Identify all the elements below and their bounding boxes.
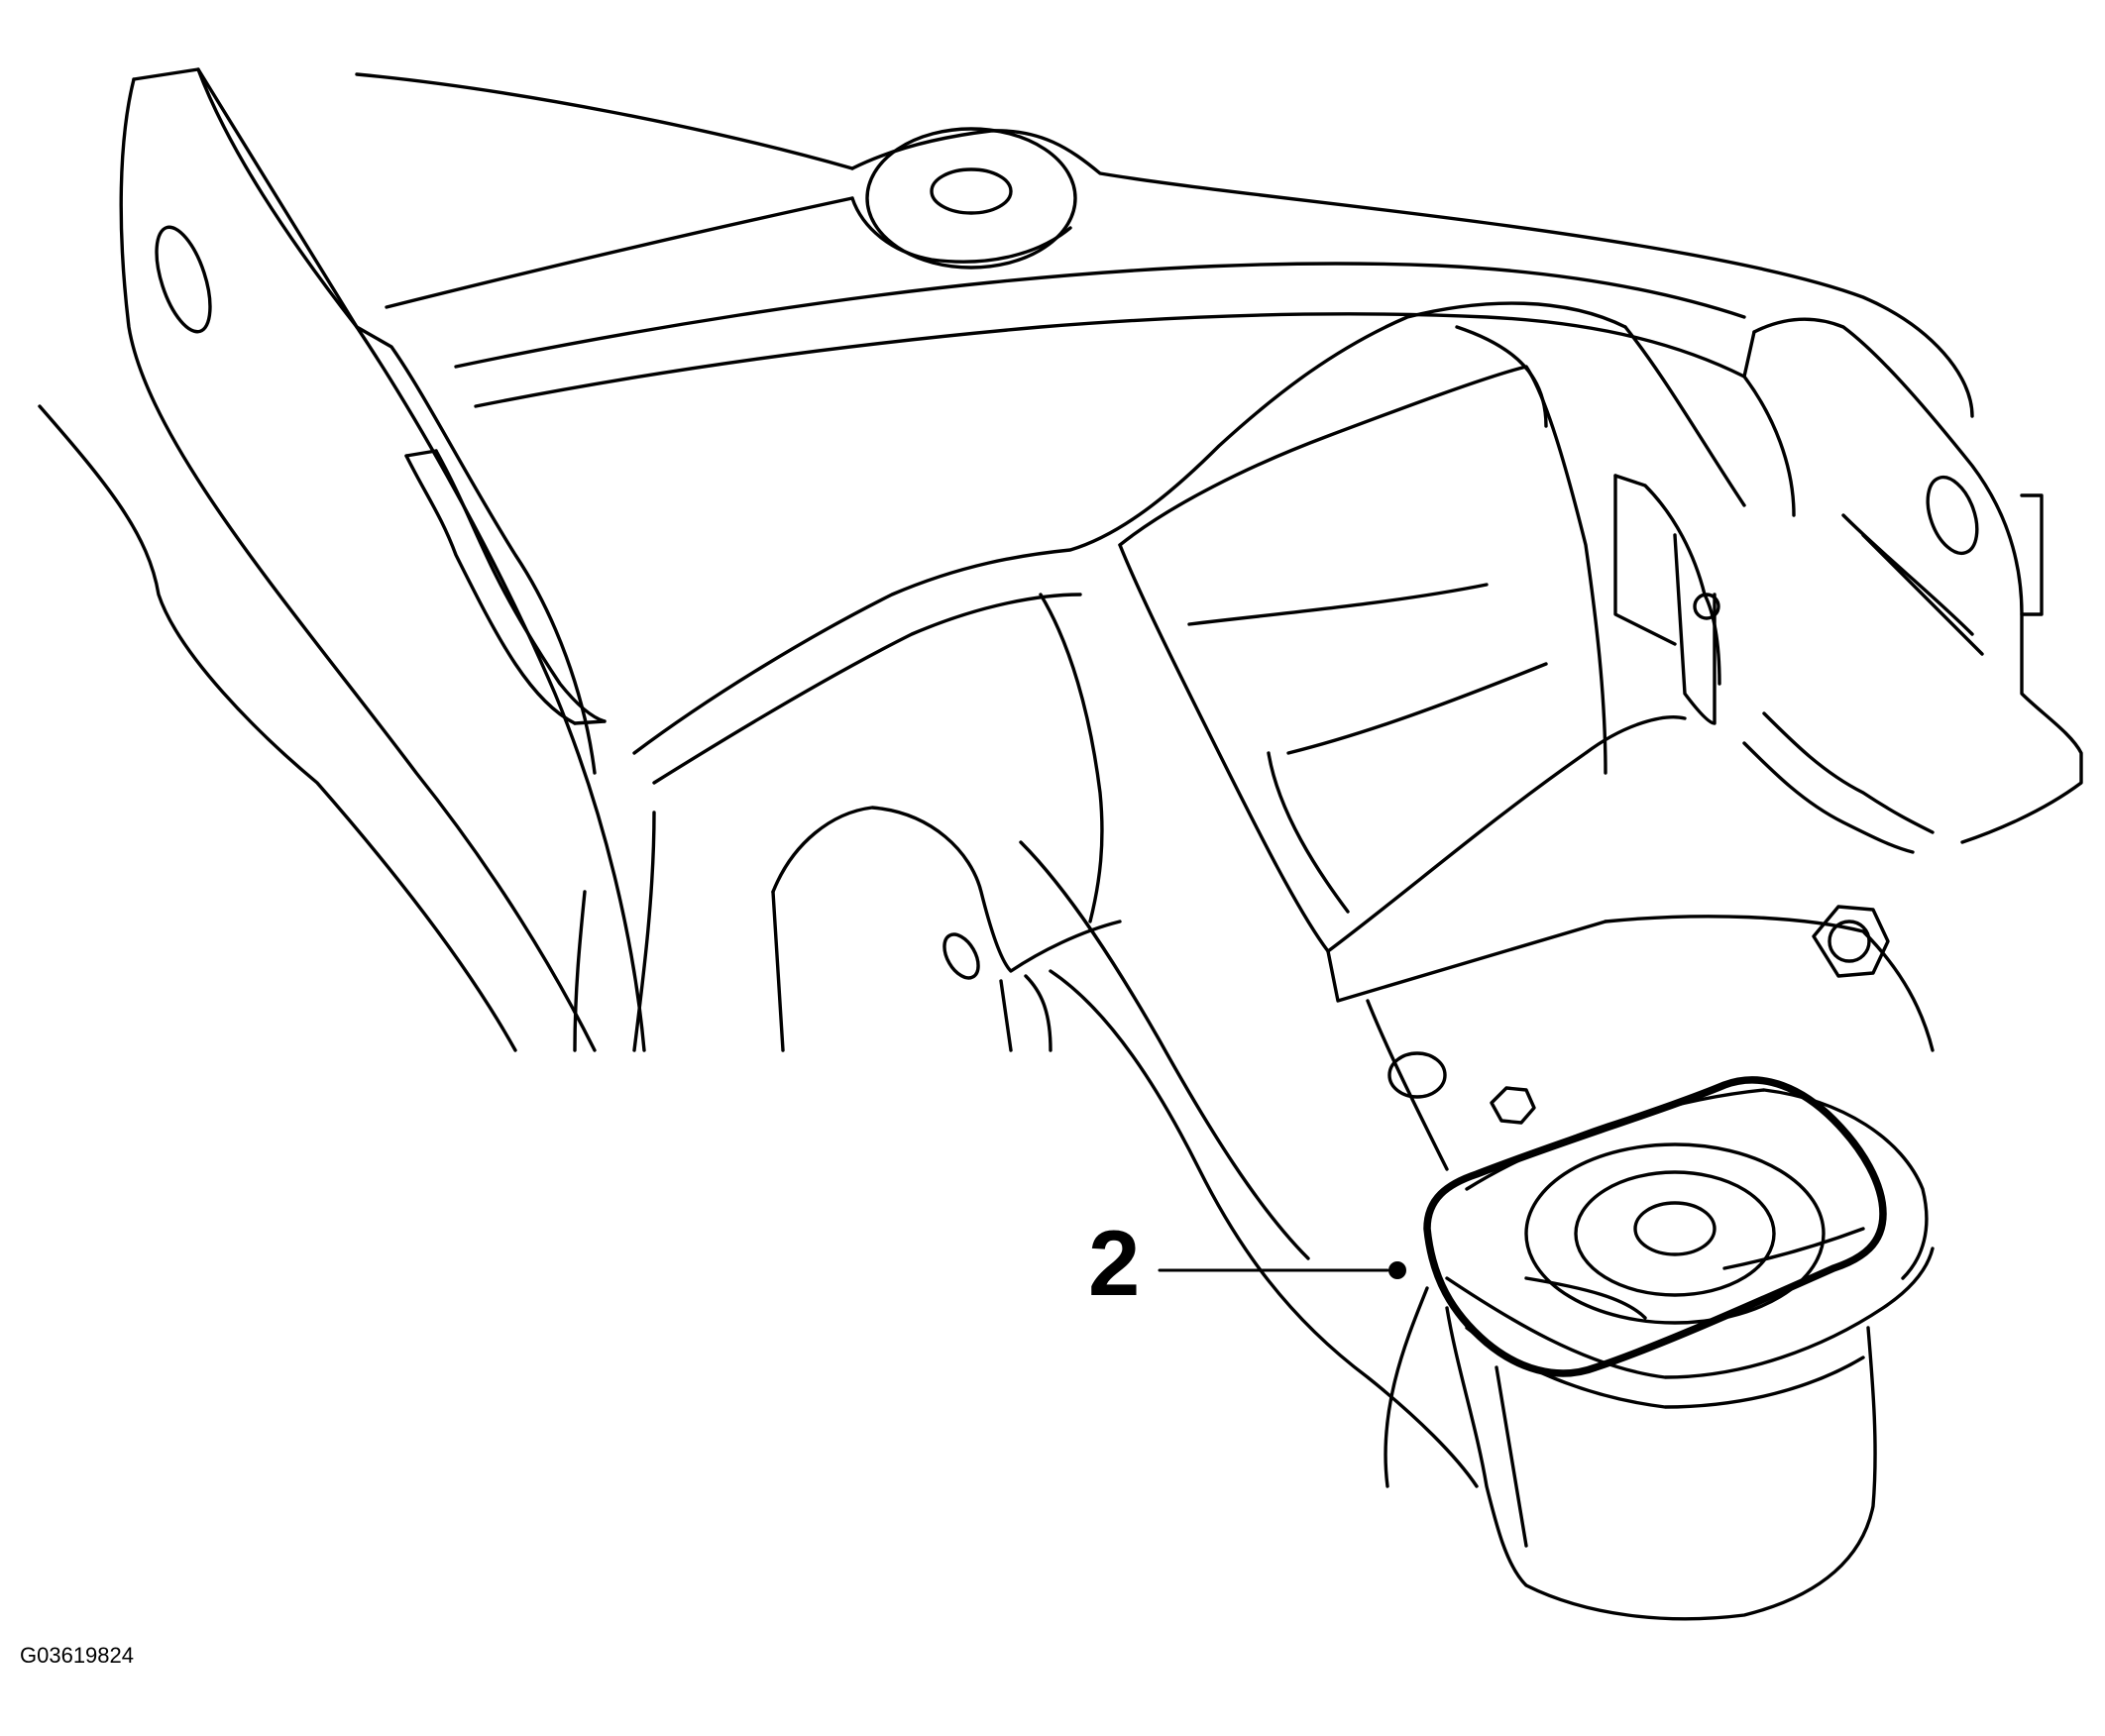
upper-crossbar	[355, 72, 1974, 418]
figure-id: G03619824	[20, 1643, 134, 1668]
bracket-recess	[1118, 365, 1687, 1003]
right-mount-tab	[1742, 317, 2083, 844]
callout-dot	[1388, 1261, 1406, 1279]
highlight-outline	[1423, 1076, 1887, 1377]
bracket-web	[632, 301, 1746, 785]
callout-leader	[1158, 1261, 1406, 1279]
top-mounting-boss	[865, 127, 1077, 270]
weld-seam-left	[404, 449, 607, 725]
middle-mount-tab	[1613, 474, 1721, 725]
bolt	[1812, 905, 1890, 978]
lower-flange	[1366, 915, 1935, 1171]
callout-number-2: 2	[1088, 1211, 1141, 1315]
weld-seam-lower	[1742, 711, 1935, 854]
lower-body-contour	[573, 593, 1479, 1488]
left-strut	[38, 67, 646, 1052]
mount-bushing	[1384, 1088, 1935, 1621]
